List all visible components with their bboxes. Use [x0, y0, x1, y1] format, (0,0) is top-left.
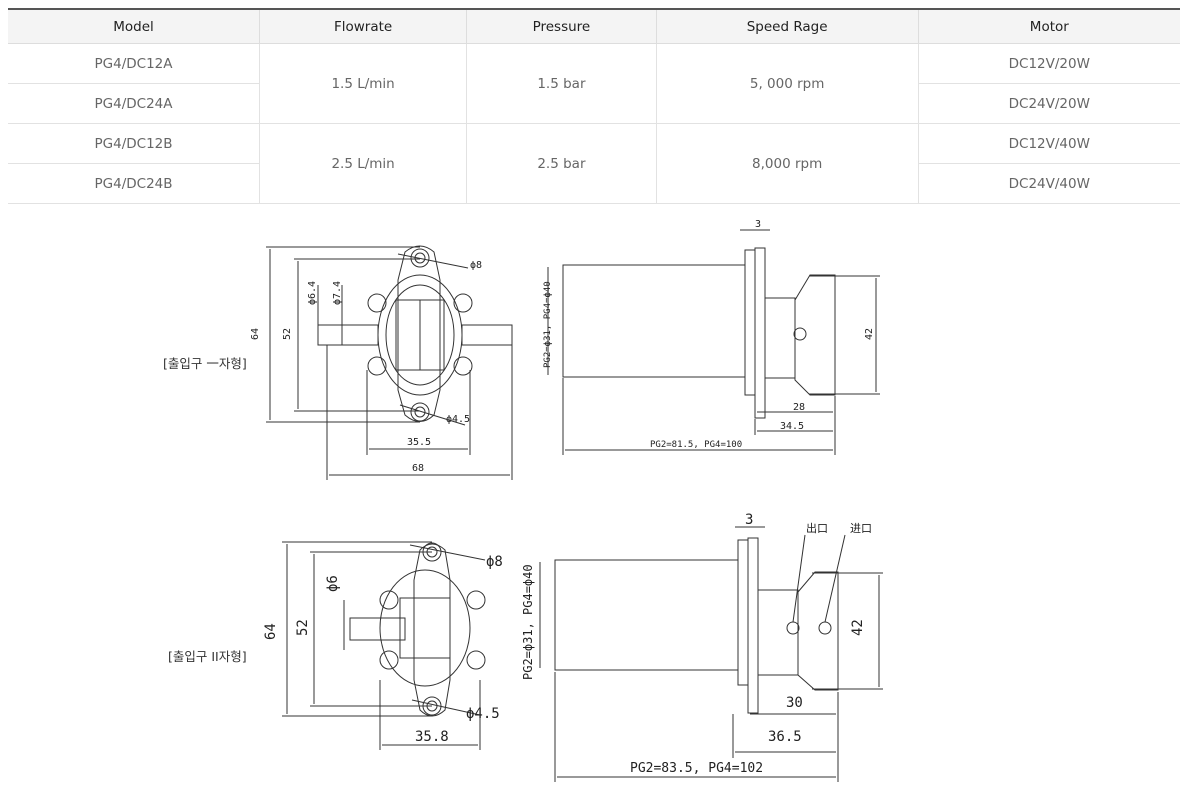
- dim-label: ϕ8: [486, 554, 503, 570]
- drawing1-side-view: [547, 229, 880, 455]
- table-row: PG4/DC12A 1.5 L/min 1.5 bar 5, 000 rpm D…: [8, 43, 1180, 124]
- dim-label: 3: [755, 219, 761, 230]
- dim-label: PG2=ϕ31, PG4=ϕ40: [543, 281, 553, 368]
- dim-label: 36.5: [768, 729, 802, 745]
- dim-label: 52: [295, 619, 311, 636]
- dim-label: ϕ8: [470, 260, 482, 271]
- header-speed: Speed Rage: [655, 8, 919, 44]
- dim-label: 3: [745, 512, 753, 528]
- dim-label: 52: [282, 328, 293, 340]
- model-cell: PG4/DC24A: [8, 83, 260, 124]
- model-cell: PG4/DC24B: [8, 163, 260, 204]
- header-model: Model: [8, 8, 260, 44]
- dim-label: PG2=81.5, PG4=100: [650, 440, 742, 450]
- flowrate-cell: 1.5 L/min: [259, 43, 467, 124]
- header-flowrate: Flowrate: [259, 8, 467, 44]
- drawing2-label: [출입구 II자형]: [168, 649, 247, 664]
- drawing1-label: [출입구 一자형]: [163, 356, 247, 371]
- model-cell: PG4/DC12B: [8, 123, 260, 164]
- dim-label: ϕ7.4: [332, 281, 343, 305]
- drawing2-side-view: [539, 526, 883, 782]
- dim-label: 42: [864, 328, 875, 340]
- dim-label: 35.8: [415, 729, 449, 745]
- dim-label: 34.5: [780, 421, 804, 432]
- pressure-cell: 2.5 bar: [466, 123, 657, 204]
- dim-label: ϕ4.5: [466, 706, 500, 722]
- pressure-cell: 1.5 bar: [466, 43, 657, 124]
- outlet-label: 出口: [806, 521, 828, 535]
- dim-label: 64: [250, 328, 261, 340]
- motor-cell: DC24V/20W: [917, 83, 1180, 124]
- dim-label: 30: [786, 695, 803, 711]
- dim-label: 42: [850, 619, 866, 636]
- inlet-label: 进口: [850, 522, 872, 535]
- motor-cell: DC24V/40W: [917, 163, 1180, 204]
- dim-label: ϕ6.4: [307, 281, 318, 305]
- header-motor: Motor: [917, 8, 1180, 44]
- flowrate-cell: 2.5 L/min: [259, 123, 467, 204]
- table-row: PG4/DC24B DC24V/40W: [8, 163, 1180, 204]
- dim-label: ϕ6: [325, 575, 341, 592]
- speed-cell: 5, 000 rpm: [655, 43, 919, 124]
- model-cell: PG4/DC12A: [8, 43, 260, 84]
- dim-label: 28: [793, 402, 805, 413]
- header-pressure: Pressure: [466, 8, 657, 44]
- dim-label: 35.5: [407, 437, 431, 448]
- dim-label: ϕ4.5: [446, 414, 470, 425]
- drawing2-front-view: [282, 541, 486, 750]
- dim-label: PG2=83.5, PG4=102: [630, 761, 763, 776]
- spec-table: Model Flowrate Pressure Speed Rage Motor…: [8, 8, 1180, 204]
- motor-cell: DC12V/20W: [917, 43, 1180, 84]
- table-row: PG4/DC12B 2.5 L/min 2.5 bar 8,000 rpm DC…: [8, 123, 1180, 204]
- speed-cell: 8,000 rpm: [655, 123, 919, 204]
- dim-label: 68: [412, 463, 424, 474]
- dim-label: PG2=ϕ31, PG4=ϕ40: [521, 564, 535, 680]
- table-row: PG4/DC24A DC24V/20W: [8, 83, 1180, 124]
- dim-label: 64: [263, 623, 279, 640]
- motor-cell: DC12V/40W: [917, 123, 1180, 164]
- drawing1-front-view: [266, 245, 513, 480]
